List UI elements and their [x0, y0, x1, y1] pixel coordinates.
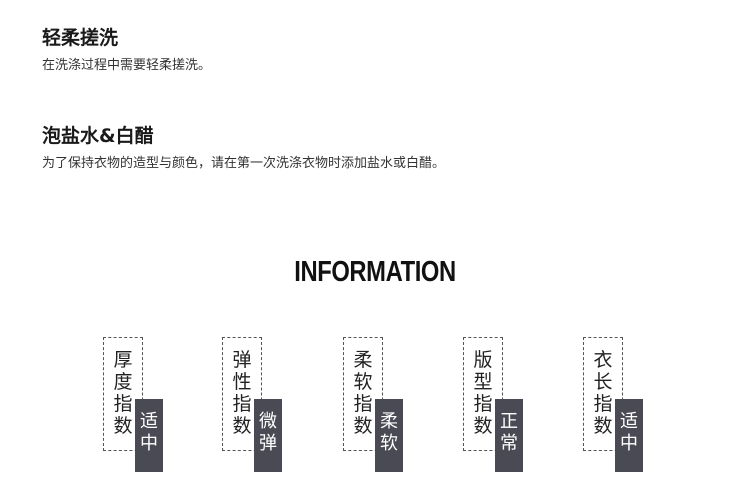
card-frame: [103, 337, 143, 451]
card-label: 弹性指数: [232, 349, 252, 437]
card-frame: [222, 337, 262, 451]
info-card-softness: 柔软指数 柔软: [343, 337, 405, 472]
card-frame: [343, 337, 383, 451]
card-value-badge: 适中: [135, 399, 163, 472]
care-description: 在洗涤过程中需要轻柔搓洗。: [42, 58, 212, 73]
info-card-thickness: 厚度指数 适中: [103, 337, 165, 472]
care-title: 泡盐水&白醋: [42, 125, 154, 147]
card-value-badge: 正常: [495, 399, 523, 472]
card-label: 版型指数: [473, 349, 493, 437]
care-title: 轻柔搓洗: [42, 27, 119, 49]
card-frame: [583, 337, 623, 451]
information-heading: INFORMATION: [294, 256, 456, 288]
care-section-gentle-wash: 轻柔搓洗 在洗涤过程中需要轻柔搓洗。: [42, 26, 211, 75]
info-card-elasticity: 弹性指数 微弹: [222, 337, 284, 472]
card-value-badge: 柔软: [375, 399, 403, 472]
card-label: 厚度指数: [113, 349, 133, 437]
care-description: 为了保持衣物的造型与颜色，请在第一次洗涤衣物时添加盐水或白醋。: [42, 156, 446, 171]
card-frame: [463, 337, 503, 451]
card-label: 柔软指数: [353, 349, 373, 437]
info-card-fit: 版型指数 正常: [463, 337, 525, 472]
info-card-length: 衣长指数 适中: [583, 337, 645, 472]
card-value-badge: 适中: [615, 399, 643, 472]
card-value-badge: 微弹: [254, 399, 282, 472]
card-label: 衣长指数: [593, 349, 613, 437]
care-section-salt-vinegar: 泡盐水&白醋 为了保持衣物的造型与颜色，请在第一次洗涤衣物时添加盐水或白醋。: [42, 124, 445, 173]
